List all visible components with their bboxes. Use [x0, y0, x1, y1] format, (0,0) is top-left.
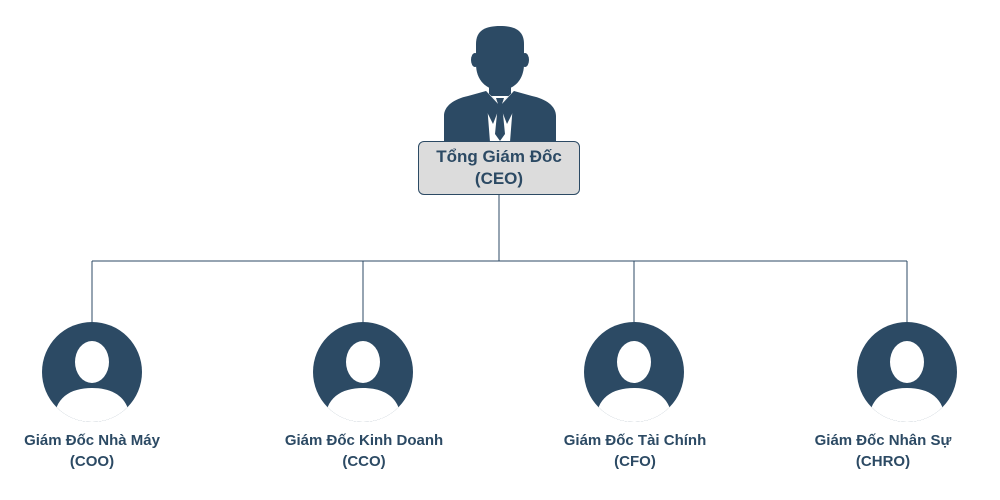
ceo-title: Tổng Giám Đốc — [436, 147, 562, 166]
exec-label-cfo: Giám Đốc Tài Chính (CFO) — [520, 430, 750, 472]
exec-abbr: (COO) — [69, 453, 115, 470]
exec-abbr: (CCO) — [342, 453, 386, 470]
ceo-abbr: (CEO) — [474, 169, 524, 188]
exec-abbr: (CFO) — [614, 453, 656, 470]
exec-label-cco: Giám Đốc Kinh Doanh (CCO) — [249, 430, 479, 472]
exec-title: Giám Đốc Nhà Máy — [24, 432, 160, 449]
exec-label-chro: Giám Đốc Nhân Sự (CHRO) — [768, 430, 998, 472]
user-avatar-icon — [584, 322, 684, 422]
businessman-icon — [444, 26, 556, 142]
user-avatar-icon — [42, 322, 142, 422]
ceo-title-box: Tổng Giám Đốc (CEO) — [418, 141, 580, 195]
exec-title: Giám Đốc Kinh Doanh — [284, 432, 444, 449]
exec-label-coo: Giám Đốc Nhà Máy (COO) — [0, 430, 207, 472]
exec-title: Giám Đốc Nhân Sự — [814, 432, 952, 449]
user-avatar-icon — [313, 322, 413, 422]
user-avatar-icon — [857, 322, 957, 422]
exec-title: Giám Đốc Tài Chính — [563, 432, 707, 449]
exec-abbr: (CHRO) — [855, 453, 911, 470]
